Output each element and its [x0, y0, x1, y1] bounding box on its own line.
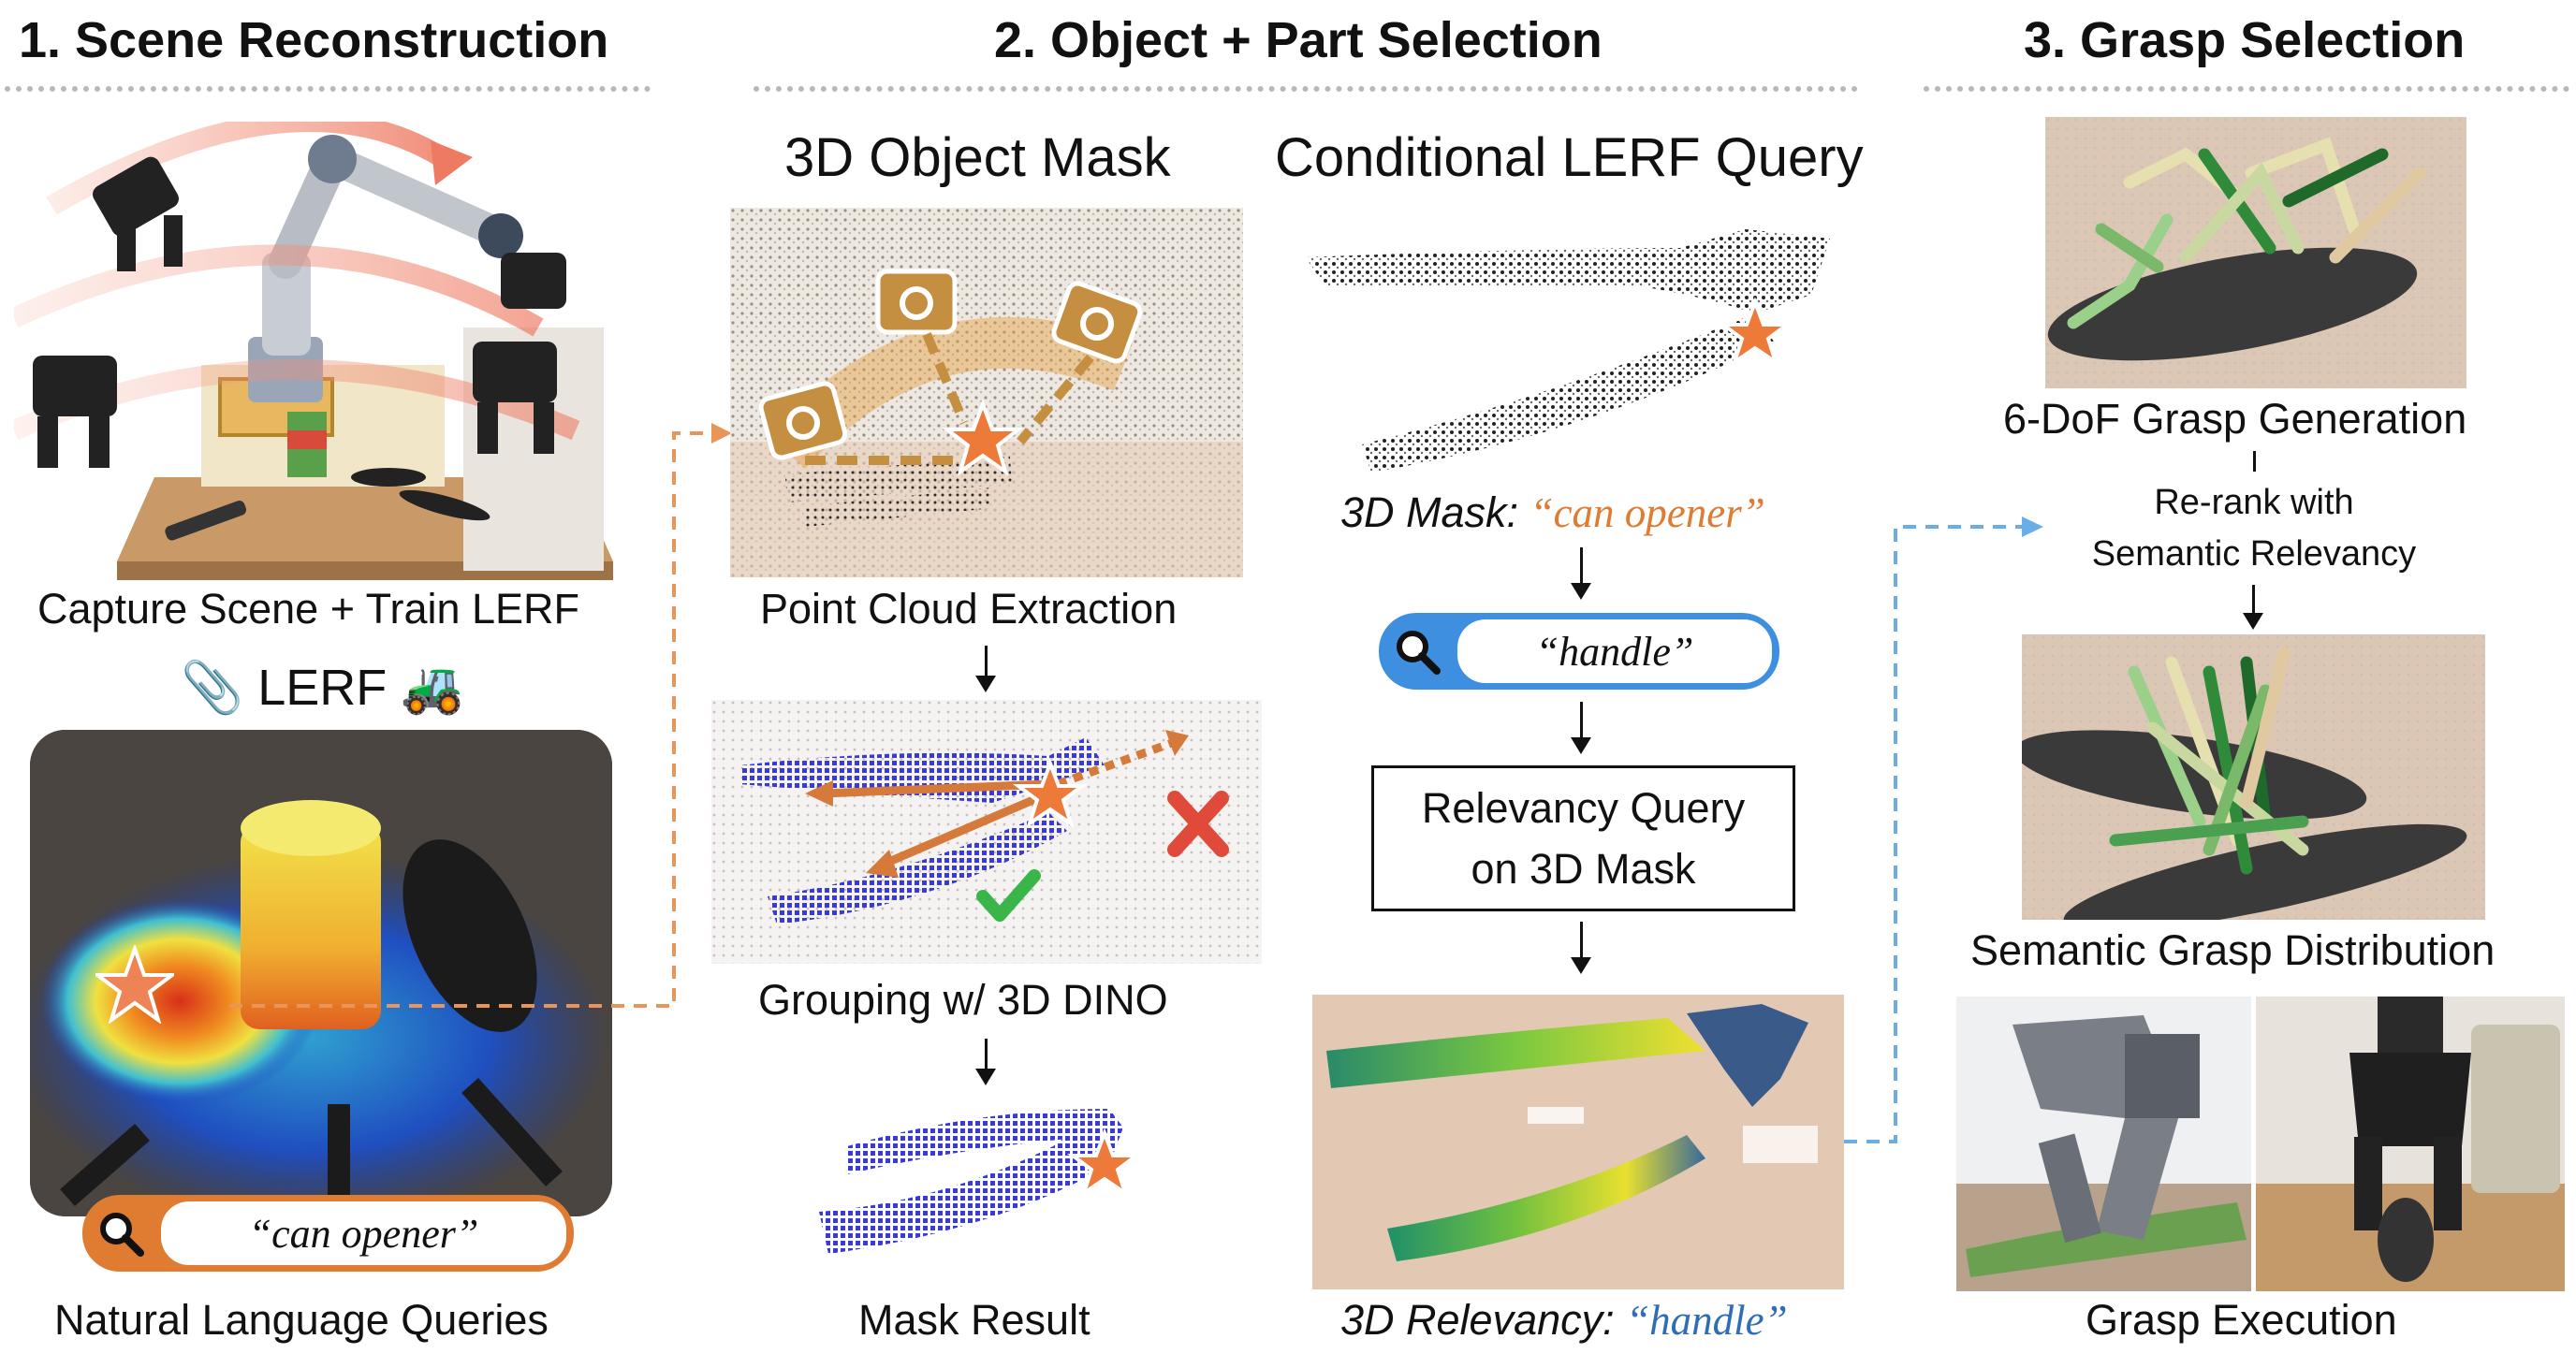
box-line-1: Relevancy Query: [1421, 783, 1746, 832]
flow-arrow: [975, 646, 996, 692]
section-title-scene-reconstruction: 1. Scene Reconstruction: [19, 12, 609, 68]
box-line-2: on 3D Mask: [1471, 845, 1696, 893]
conditional-lerf-query-heading: Conditional LERF Query: [1275, 127, 1864, 188]
star-icon: [95, 945, 174, 1024]
mask-result-caption: Mask Result: [858, 1296, 1090, 1344]
grasp-generation-image: [2045, 117, 2466, 388]
section-divider: [5, 86, 651, 92]
real-grasp-execution-image: [2256, 997, 2565, 1291]
semantic-grasp-distribution-image: [2022, 634, 2485, 920]
lerf-relevancy-heatmap: [30, 730, 612, 1216]
rerank-label: Re-rank with Semantic Relevancy: [2092, 477, 2416, 580]
connector-arrow-orange: [229, 423, 732, 1008]
cross-icon: [1167, 791, 1229, 857]
grasp-generation-caption: 6-DoF Grasp Generation: [2003, 395, 2467, 443]
point-cloud-extraction-caption: Point Cloud Extraction: [760, 585, 1178, 633]
relevancy-label: 3D Relevancy: “handle”: [1340, 1296, 1788, 1345]
object-mask-heading: 3D Object Mask: [784, 127, 1171, 188]
robot-capture-illustration: [14, 122, 613, 580]
natural-language-queries-caption: Natural Language Queries: [54, 1296, 549, 1344]
heatmap-render: [30, 730, 612, 1216]
flow-arrow: [975, 1039, 996, 1085]
mask-label: 3D Mask: “can opener”: [1340, 488, 1765, 537]
star-icon: [1718, 297, 1793, 367]
search-bar-can-opener[interactable]: “can opener”: [82, 1195, 574, 1272]
lerf-title: 📎 LERF 🚜: [181, 660, 464, 716]
search-query: “can opener”: [161, 1201, 566, 1265]
flow-arrow: [2243, 585, 2263, 630]
point-cloud-image: [730, 208, 1243, 577]
flow-arrow: [1571, 702, 1591, 754]
section-divider: [1924, 86, 2569, 92]
mask-label-prefix: 3D Mask:: [1340, 488, 1530, 536]
can-opener-mask-pointcloud: [1306, 229, 1830, 473]
magnifier-icon: [82, 1195, 161, 1272]
grouping-dino-caption: Grouping w/ 3D DINO: [758, 976, 1168, 1024]
rerank-line-2: Semantic Relevancy: [2091, 534, 2417, 575]
relevancy-heatmap-image: [1312, 995, 1844, 1289]
section-title-grasp-selection: 3. Grasp Selection: [2024, 12, 2466, 68]
star-icon: [1067, 1128, 1142, 1198]
star-icon: [942, 399, 1024, 476]
dino-grouping-image: [711, 700, 1262, 964]
rerank-line-1: Re-rank with: [2154, 483, 2354, 522]
search-bar-handle[interactable]: “handle”: [1379, 613, 1779, 690]
mask-label-query: “can opener”: [1530, 489, 1765, 536]
flow-arrow: [1571, 922, 1591, 974]
flow-arrow: [1571, 547, 1591, 600]
relevancy-label-prefix: 3D Relevancy:: [1340, 1296, 1627, 1344]
flow-tick: [2253, 451, 2256, 472]
connector-arrow-blue: [1844, 517, 2043, 1143]
relevancy-query-box: Relevancy Query on 3D Mask: [1371, 765, 1795, 911]
capture-scene-caption: Capture Scene + Train LERF: [37, 585, 580, 633]
magnifier-icon: [1379, 613, 1457, 690]
check-icon: [976, 869, 1041, 922]
grasp-execution-caption: Grasp Execution: [2086, 1296, 2397, 1344]
search-query: “handle”: [1457, 619, 1772, 683]
mask-result-image: [819, 1109, 1142, 1254]
semantic-grasp-distribution-caption: Semantic Grasp Distribution: [1970, 926, 2496, 974]
star-icon: [1013, 758, 1088, 828]
section-divider: [754, 86, 1858, 92]
relevancy-label-query: “handle”: [1626, 1297, 1788, 1344]
camera-icon: [758, 269, 1143, 460]
simulated-grasp-image: [1956, 997, 2251, 1291]
section-title-object-part-selection: 2. Object + Part Selection: [994, 12, 1603, 68]
